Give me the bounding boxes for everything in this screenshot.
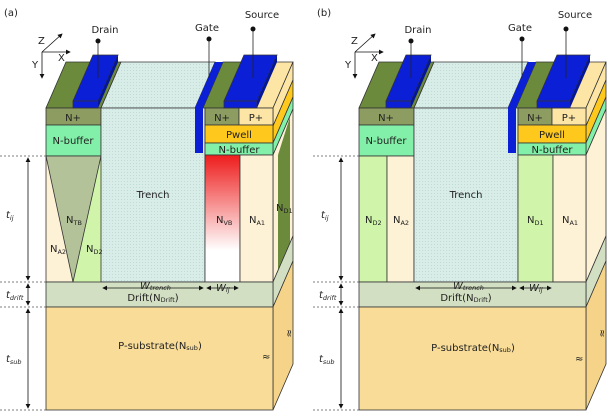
drain-electrode: [385, 38, 432, 109]
trench-label: Trench: [136, 190, 170, 201]
tij-label: tij: [6, 210, 14, 222]
gate-electrode: [195, 62, 223, 108]
p-substrate: [358, 306, 587, 411]
gate-terminal-dot: [519, 36, 525, 42]
region-na1: [552, 154, 587, 283]
na1-label: NA1: [562, 215, 578, 227]
gate-label: Gate: [508, 23, 532, 34]
axis-y-label: Y: [31, 60, 39, 71]
trench: [100, 107, 206, 283]
panel-tag: (a): [4, 8, 18, 19]
tsub-label: tsub: [319, 354, 335, 366]
region-na2: [386, 155, 415, 283]
nd1-label: ND1: [276, 203, 293, 215]
pwell-label: Pwell: [226, 130, 252, 141]
na1-label: NA1: [249, 215, 265, 227]
p-substrate: [45, 306, 274, 411]
pwell-label: Pwell: [539, 130, 565, 141]
trench-label: Trench: [449, 190, 483, 201]
nplus-right-label: N+: [214, 113, 230, 124]
axis-x-label: X: [58, 53, 65, 64]
source-electrode: [223, 26, 278, 109]
nvb-label: NVB: [216, 215, 232, 227]
region-na1: [239, 154, 274, 283]
gate-label: Gate: [195, 23, 219, 34]
gate-terminal-dot: [206, 36, 212, 42]
wij-label: Wij: [529, 283, 543, 294]
nbuffer-right-label: N-buffer: [532, 145, 574, 156]
nd1-label: ND1: [527, 215, 544, 227]
drain-label: Drain: [91, 25, 118, 36]
nbuffer-left: [358, 124, 415, 157]
nd2-label: ND2: [365, 215, 382, 227]
axes-icon: Z X Y: [344, 33, 384, 79]
break-symbol-side: ≈: [596, 329, 607, 337]
source-electrode: [536, 26, 591, 109]
ntb-label: NTB: [66, 215, 82, 227]
tsub-label: tsub: [6, 354, 22, 366]
nd2-label: ND2: [86, 244, 103, 256]
nbuffer-left-label: N-buffer: [366, 136, 408, 147]
source-label: Source: [245, 10, 279, 21]
drift-label: Drift(NDrift): [440, 293, 491, 304]
substrate-label: P-substrate(Nsub): [118, 341, 202, 352]
panel-a: (a) N+ N-buffer Trench N+ P+ Pwell N-buf…: [0, 8, 294, 411]
panel-b: (b) N+ N-buffer Trench N+ P+ Pwell N-buf…: [313, 8, 607, 411]
wtrench-label: Wtrench: [140, 281, 171, 292]
axes-icon: Z X Y: [31, 33, 71, 79]
pplus-label: P+: [562, 113, 576, 124]
axis-z-label: Z: [351, 36, 358, 47]
region-nd2: [358, 155, 388, 283]
source-label: Source: [558, 10, 592, 21]
trench: [413, 107, 519, 283]
region-nvb: [204, 154, 241, 283]
drift-label: Drift(NDrift): [127, 293, 178, 304]
tdrift-label: tdrift: [6, 290, 24, 302]
region-nd1: [517, 154, 554, 283]
region-ntb: [45, 155, 102, 283]
drain-label: Drain: [404, 25, 431, 36]
pplus-label: P+: [249, 113, 263, 124]
drain-electrode: [72, 38, 119, 109]
tij-label: tij: [321, 210, 329, 222]
gate-oxide-front: [195, 108, 203, 153]
na2-label: NA2: [50, 244, 66, 256]
nplus-left-label: N+: [65, 113, 81, 124]
top-trench: [100, 61, 216, 109]
na2-label: NA2: [393, 215, 409, 227]
wtrench-label: Wtrench: [453, 281, 484, 292]
wij-label: Wij: [216, 283, 230, 294]
top-trench: [413, 61, 529, 109]
tdrift-label: tdrift: [319, 290, 337, 302]
gate-electrode: [508, 62, 536, 108]
axis-x-label: X: [371, 53, 378, 64]
break-symbol-side: ≈: [283, 329, 294, 337]
panel-tag: (b): [317, 8, 331, 19]
nbuffer-right-label: N-buffer: [219, 145, 261, 156]
gate-oxide-front: [508, 108, 516, 153]
axis-z-label: Z: [38, 36, 45, 47]
nbuffer-left-label: N-buffer: [53, 136, 95, 147]
break-symbol: ≈: [262, 352, 270, 363]
axis-y-label: Y: [344, 60, 352, 71]
nplus-left-label: N+: [378, 113, 394, 124]
side-nd1: [278, 117, 290, 275]
break-symbol: ≈: [575, 354, 583, 365]
substrate-label: P-substrate(Nsub): [431, 343, 515, 354]
nplus-right-label: N+: [527, 113, 543, 124]
